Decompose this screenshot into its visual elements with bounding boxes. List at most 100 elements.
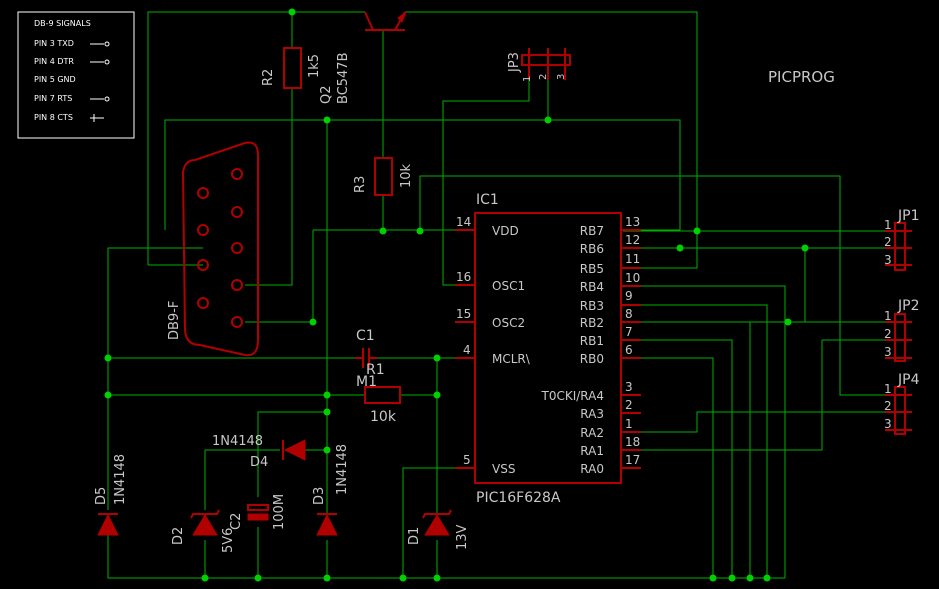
svg-text:OSC2: OSC2 bbox=[492, 316, 525, 330]
svg-text:PIN 7 RTS: PIN 7 RTS bbox=[34, 94, 72, 103]
svg-text:15: 15 bbox=[456, 307, 471, 321]
svg-text:11: 11 bbox=[625, 252, 640, 266]
legend: DB-9 SIGNALS PIN 3 TXD PIN 4 DTR PIN 5 G… bbox=[17, 11, 135, 139]
svg-text:RB1: RB1 bbox=[580, 334, 604, 348]
svg-text:3: 3 bbox=[556, 74, 567, 80]
svg-text:10: 10 bbox=[625, 271, 640, 285]
legend-item: PIN 7 RTS bbox=[34, 94, 110, 103]
schematic-title: PICPROG bbox=[768, 68, 835, 86]
svg-text:DB9-F: DB9-F bbox=[167, 301, 182, 340]
svg-text:1: 1 bbox=[884, 382, 892, 396]
svg-text:1N4148: 1N4148 bbox=[113, 454, 128, 505]
zener-d1: D1 13V bbox=[407, 509, 470, 550]
svg-text:1N4148: 1N4148 bbox=[335, 444, 350, 495]
svg-text:RA0: RA0 bbox=[580, 462, 604, 476]
svg-text:R1: R1 bbox=[366, 362, 385, 378]
svg-text:3: 3 bbox=[884, 345, 892, 359]
transistor-q2: Q2 BC547B bbox=[319, 10, 408, 105]
svg-text:VSS: VSS bbox=[492, 462, 515, 476]
svg-text:VDD: VDD bbox=[492, 224, 519, 238]
svg-text:JP1: JP1 bbox=[897, 208, 919, 224]
svg-text:3: 3 bbox=[884, 417, 892, 431]
legend-item: PIN 8 CTS bbox=[34, 113, 104, 122]
svg-text:2: 2 bbox=[884, 235, 892, 249]
svg-text:2: 2 bbox=[538, 74, 549, 80]
svg-text:R2: R2 bbox=[261, 69, 276, 86]
diode-d5: D5 1N4148 bbox=[94, 454, 128, 536]
svg-text:4: 4 bbox=[463, 343, 471, 357]
svg-text:1: 1 bbox=[884, 218, 892, 232]
svg-text:RB7: RB7 bbox=[580, 224, 604, 238]
svg-text:JP4: JP4 bbox=[897, 372, 920, 388]
svg-text:5: 5 bbox=[463, 453, 471, 467]
svg-text:2: 2 bbox=[884, 399, 892, 413]
svg-text:2: 2 bbox=[625, 398, 633, 412]
capacitor-c1: C1 bbox=[355, 328, 377, 368]
svg-text:9: 9 bbox=[625, 289, 633, 303]
svg-text:14: 14 bbox=[456, 215, 471, 229]
svg-text:6: 6 bbox=[625, 343, 633, 357]
svg-text:16: 16 bbox=[456, 270, 471, 284]
svg-text:BC547B: BC547B bbox=[336, 53, 351, 105]
resistor-r3: R3 10k bbox=[353, 157, 414, 196]
svg-text:RA3: RA3 bbox=[580, 407, 604, 421]
svg-text:T0CKI/RA4: T0CKI/RA4 bbox=[541, 389, 605, 403]
svg-text:RB0: RB0 bbox=[580, 352, 604, 366]
capacitor-c2: C2 100M bbox=[229, 494, 287, 530]
svg-text:3: 3 bbox=[884, 253, 892, 267]
svg-text:R3: R3 bbox=[353, 176, 368, 193]
svg-text:1: 1 bbox=[522, 76, 533, 82]
svg-text:100M: 100M bbox=[272, 494, 287, 530]
svg-text:1N4148: 1N4148 bbox=[212, 434, 263, 449]
diode-d3: D3 1N4148 bbox=[312, 444, 350, 536]
svg-text:1k5: 1k5 bbox=[307, 54, 322, 78]
wires bbox=[107, 11, 885, 579]
svg-text:PIN 3 TXD: PIN 3 TXD bbox=[34, 39, 74, 48]
header-jp1: JP1 1 2 3 bbox=[884, 208, 919, 271]
svg-text:JP2: JP2 bbox=[897, 298, 919, 314]
svg-text:8: 8 bbox=[625, 307, 633, 321]
svg-text:5V6: 5V6 bbox=[221, 528, 236, 553]
svg-text:D2: D2 bbox=[171, 527, 186, 545]
svg-text:RB5: RB5 bbox=[580, 262, 604, 276]
legend-item: PIN 3 TXD bbox=[34, 39, 110, 48]
svg-text:2: 2 bbox=[884, 327, 892, 341]
zener-d2: D2 5V6 bbox=[171, 509, 236, 553]
svg-text:PIN 4 DTR: PIN 4 DTR bbox=[34, 57, 74, 66]
svg-text:C2: C2 bbox=[229, 513, 244, 530]
svg-text:RB4: RB4 bbox=[580, 280, 604, 294]
svg-text:7: 7 bbox=[625, 325, 633, 339]
svg-text:Q2: Q2 bbox=[319, 85, 334, 104]
svg-text:RB2: RB2 bbox=[580, 316, 604, 330]
ic-name: IC1 bbox=[476, 192, 499, 208]
legend-item: PIN 5 GND bbox=[34, 75, 76, 84]
svg-text:3: 3 bbox=[625, 380, 633, 394]
svg-text:JP3: JP3 bbox=[507, 52, 522, 73]
svg-text:17: 17 bbox=[625, 453, 640, 467]
svg-text:D1: D1 bbox=[407, 527, 422, 545]
svg-text:C1: C1 bbox=[356, 328, 375, 344]
header-jp3: JP3 1 2 3 bbox=[507, 48, 571, 82]
header-jp2: JP2 1 2 3 bbox=[884, 298, 919, 362]
svg-text:10k: 10k bbox=[370, 409, 397, 425]
svg-text:OSC1: OSC1 bbox=[492, 279, 525, 293]
svg-text:12: 12 bbox=[625, 233, 640, 247]
svg-text:RA2: RA2 bbox=[580, 426, 604, 440]
svg-text:13: 13 bbox=[625, 215, 640, 229]
ic-part: PIC16F628A bbox=[476, 490, 561, 506]
svg-text:1: 1 bbox=[884, 309, 892, 323]
